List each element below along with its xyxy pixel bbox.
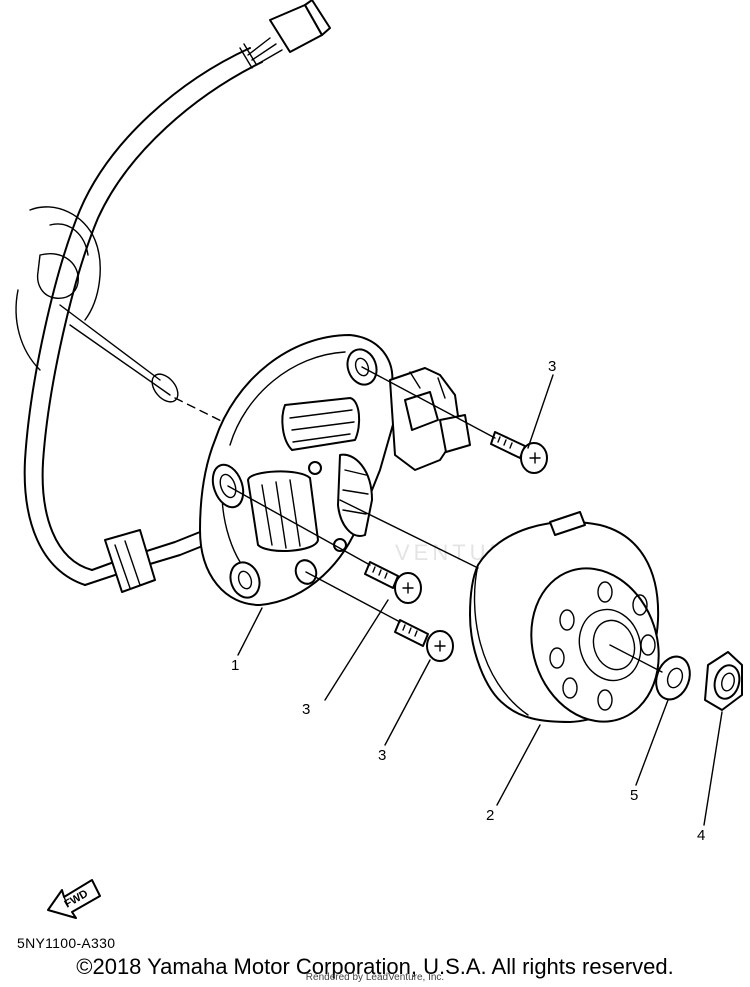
- stator-assembly: [199, 334, 471, 606]
- rendered-by-text: Rendered by LeadVenture, Inc.: [305, 972, 445, 983]
- flywheel-rotor: [469, 511, 660, 723]
- callout-3-top: 3: [548, 358, 556, 375]
- callout-3-middle: 3: [302, 701, 310, 718]
- screw-top: [490, 431, 548, 474]
- assembly-lines: [227, 366, 663, 673]
- callout-1: 1: [231, 657, 239, 674]
- screw-middle: [364, 561, 422, 604]
- callout-4: 4: [697, 827, 705, 844]
- copyright-notice: ©2018 Yamaha Motor Corporation, U.S.A. A…: [76, 954, 674, 979]
- diagram-code: 5NY1100-A330: [17, 935, 116, 951]
- callout-5: 5: [630, 787, 638, 804]
- wire-grommet: [104, 529, 156, 593]
- nut: [704, 651, 743, 711]
- callout-3-lower: 3: [378, 747, 386, 764]
- fwd-arrow-icon: FWD: [47, 879, 101, 919]
- washer: [655, 655, 691, 701]
- screw-lower: [394, 619, 454, 662]
- callout-2: 2: [486, 807, 494, 824]
- wire-connector: [239, 0, 331, 69]
- wire-harness: [23, 47, 263, 586]
- leader-lines: [237, 374, 723, 826]
